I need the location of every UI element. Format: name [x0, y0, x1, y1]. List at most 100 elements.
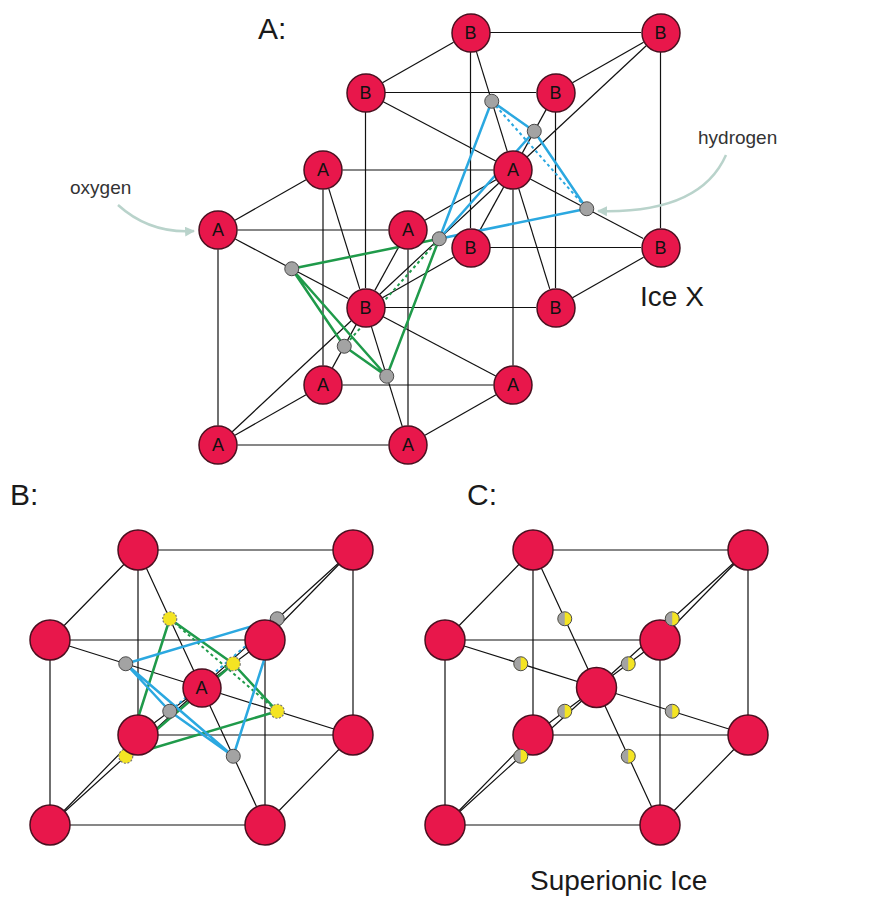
oxygen-atom: A: [303, 150, 343, 190]
oxygen-atom: [333, 715, 373, 755]
atom-circle: [347, 289, 385, 327]
atom-letter: A: [507, 376, 519, 394]
atom-letter: A: [402, 436, 414, 454]
panel-label: C:: [467, 478, 497, 511]
hydrogen-atom: [285, 262, 299, 276]
lattice-bond: [375, 247, 399, 290]
cube-edges: [445, 550, 748, 825]
oxygen-atom: [513, 530, 553, 570]
lattice-bond: [235, 180, 306, 221]
lattice-bond: [555, 112, 556, 288]
oxygen-atom: B: [346, 288, 386, 328]
atom-circle: [452, 14, 490, 52]
atom-circle: [537, 74, 575, 112]
atom-letter: A: [402, 221, 414, 239]
atom-circle: [304, 151, 342, 189]
callout-label: oxygen: [70, 178, 131, 199]
green-tetrahedron: [292, 239, 440, 377]
lattice-bond: [365, 112, 366, 288]
oxygen-atom: [728, 715, 768, 755]
lattice-bond: [476, 51, 507, 151]
green-tetrahedron-hidden-edge: [344, 239, 439, 347]
lattice-bond: [572, 257, 643, 298]
oxygen-atom: B: [536, 288, 576, 328]
structure-name: Ice X: [640, 282, 704, 313]
hydrogen-half-site: [514, 749, 528, 763]
oxygen-atom: A: [493, 150, 533, 190]
lattice-bond: [235, 395, 306, 436]
hydrogen-atom: [485, 94, 499, 108]
lattice-bond: [232, 321, 351, 432]
hydrogen-site: [226, 657, 240, 671]
oxygen-atom: [425, 805, 465, 845]
blue-tetrahedron: [439, 101, 587, 239]
lattice-bond: [660, 52, 661, 228]
lattice-bond: [332, 325, 356, 368]
oxygen-atom: [425, 620, 465, 660]
atom-circle: [389, 426, 427, 464]
hydrogen-atom: [580, 202, 594, 216]
body-diagonals: [50, 550, 353, 825]
lattice-bond: [512, 190, 513, 366]
panel-label: B:: [10, 478, 38, 511]
hydrogen-atom: [226, 749, 240, 763]
lattice-bond: [383, 102, 496, 161]
atom-circle: [642, 14, 680, 52]
atom-letter: A: [317, 376, 329, 394]
atom-circle: [494, 366, 532, 404]
lattice-bond: [383, 317, 496, 376]
oxygen-atom: [640, 805, 680, 845]
oxygen-atom: B: [641, 13, 681, 53]
atom-circle: [183, 669, 221, 707]
oxygen-atom: B: [641, 228, 681, 268]
hydrogen-half-site: [514, 657, 528, 671]
atom-letter: B: [464, 24, 476, 42]
hydrogen-half-site: [621, 657, 635, 671]
hydrogen-half-site: [665, 704, 679, 718]
hydrogen-site: [163, 612, 177, 626]
atom-circle: [642, 229, 680, 267]
oxygen-atom: A: [388, 210, 428, 250]
oxygen-atom: A: [303, 365, 343, 405]
lattice-bond: [490, 32, 641, 33]
atom-letter: B: [359, 84, 371, 102]
atom-circle: [537, 289, 575, 327]
callout-label: hydrogen: [698, 128, 777, 149]
hydrogen-atom: [119, 657, 133, 671]
atom-letter: A: [212, 221, 224, 239]
oxygen-atom: [333, 530, 373, 570]
lattice-bond: [322, 190, 323, 366]
leader-arrow: [118, 205, 194, 231]
oxygen-atom: [577, 668, 617, 708]
leader-arrow: [598, 155, 726, 211]
hydrogen-half-site: [621, 749, 635, 763]
atom-letter: A: [317, 161, 329, 179]
atom-circle: [452, 229, 490, 267]
lattice-bond: [238, 229, 389, 230]
lattice-bond: [519, 189, 550, 289]
lattice-bond: [385, 92, 536, 93]
oxygen-atom: A: [493, 365, 533, 405]
atom-letter: A: [507, 161, 519, 179]
atom-letter: B: [654, 239, 666, 257]
oxygen-atom: A: [182, 668, 222, 708]
lattice-bond: [572, 42, 643, 83]
oxygen-atom: [30, 805, 70, 845]
oxygen-atom: B: [451, 228, 491, 268]
oxygen-atom: B: [346, 73, 386, 113]
blue-tetrahedron-hidden-edge: [492, 101, 587, 209]
cube-edges: [50, 550, 353, 825]
hydrogen-half-site: [558, 704, 572, 718]
oxygen-atom: [118, 715, 158, 755]
structure-name: Superionic Ice: [530, 866, 707, 897]
oxygen-atom: A: [388, 425, 428, 465]
atom-letter: B: [549, 299, 561, 317]
hydrogen-atom: [527, 124, 541, 138]
oxygen-atoms: [425, 530, 768, 845]
lattice-bond: [343, 169, 494, 170]
lattice-lines: [218, 33, 661, 446]
lattice-bond: [217, 250, 218, 426]
lattice-bond: [425, 395, 496, 436]
oxygen-atom: [30, 620, 70, 660]
